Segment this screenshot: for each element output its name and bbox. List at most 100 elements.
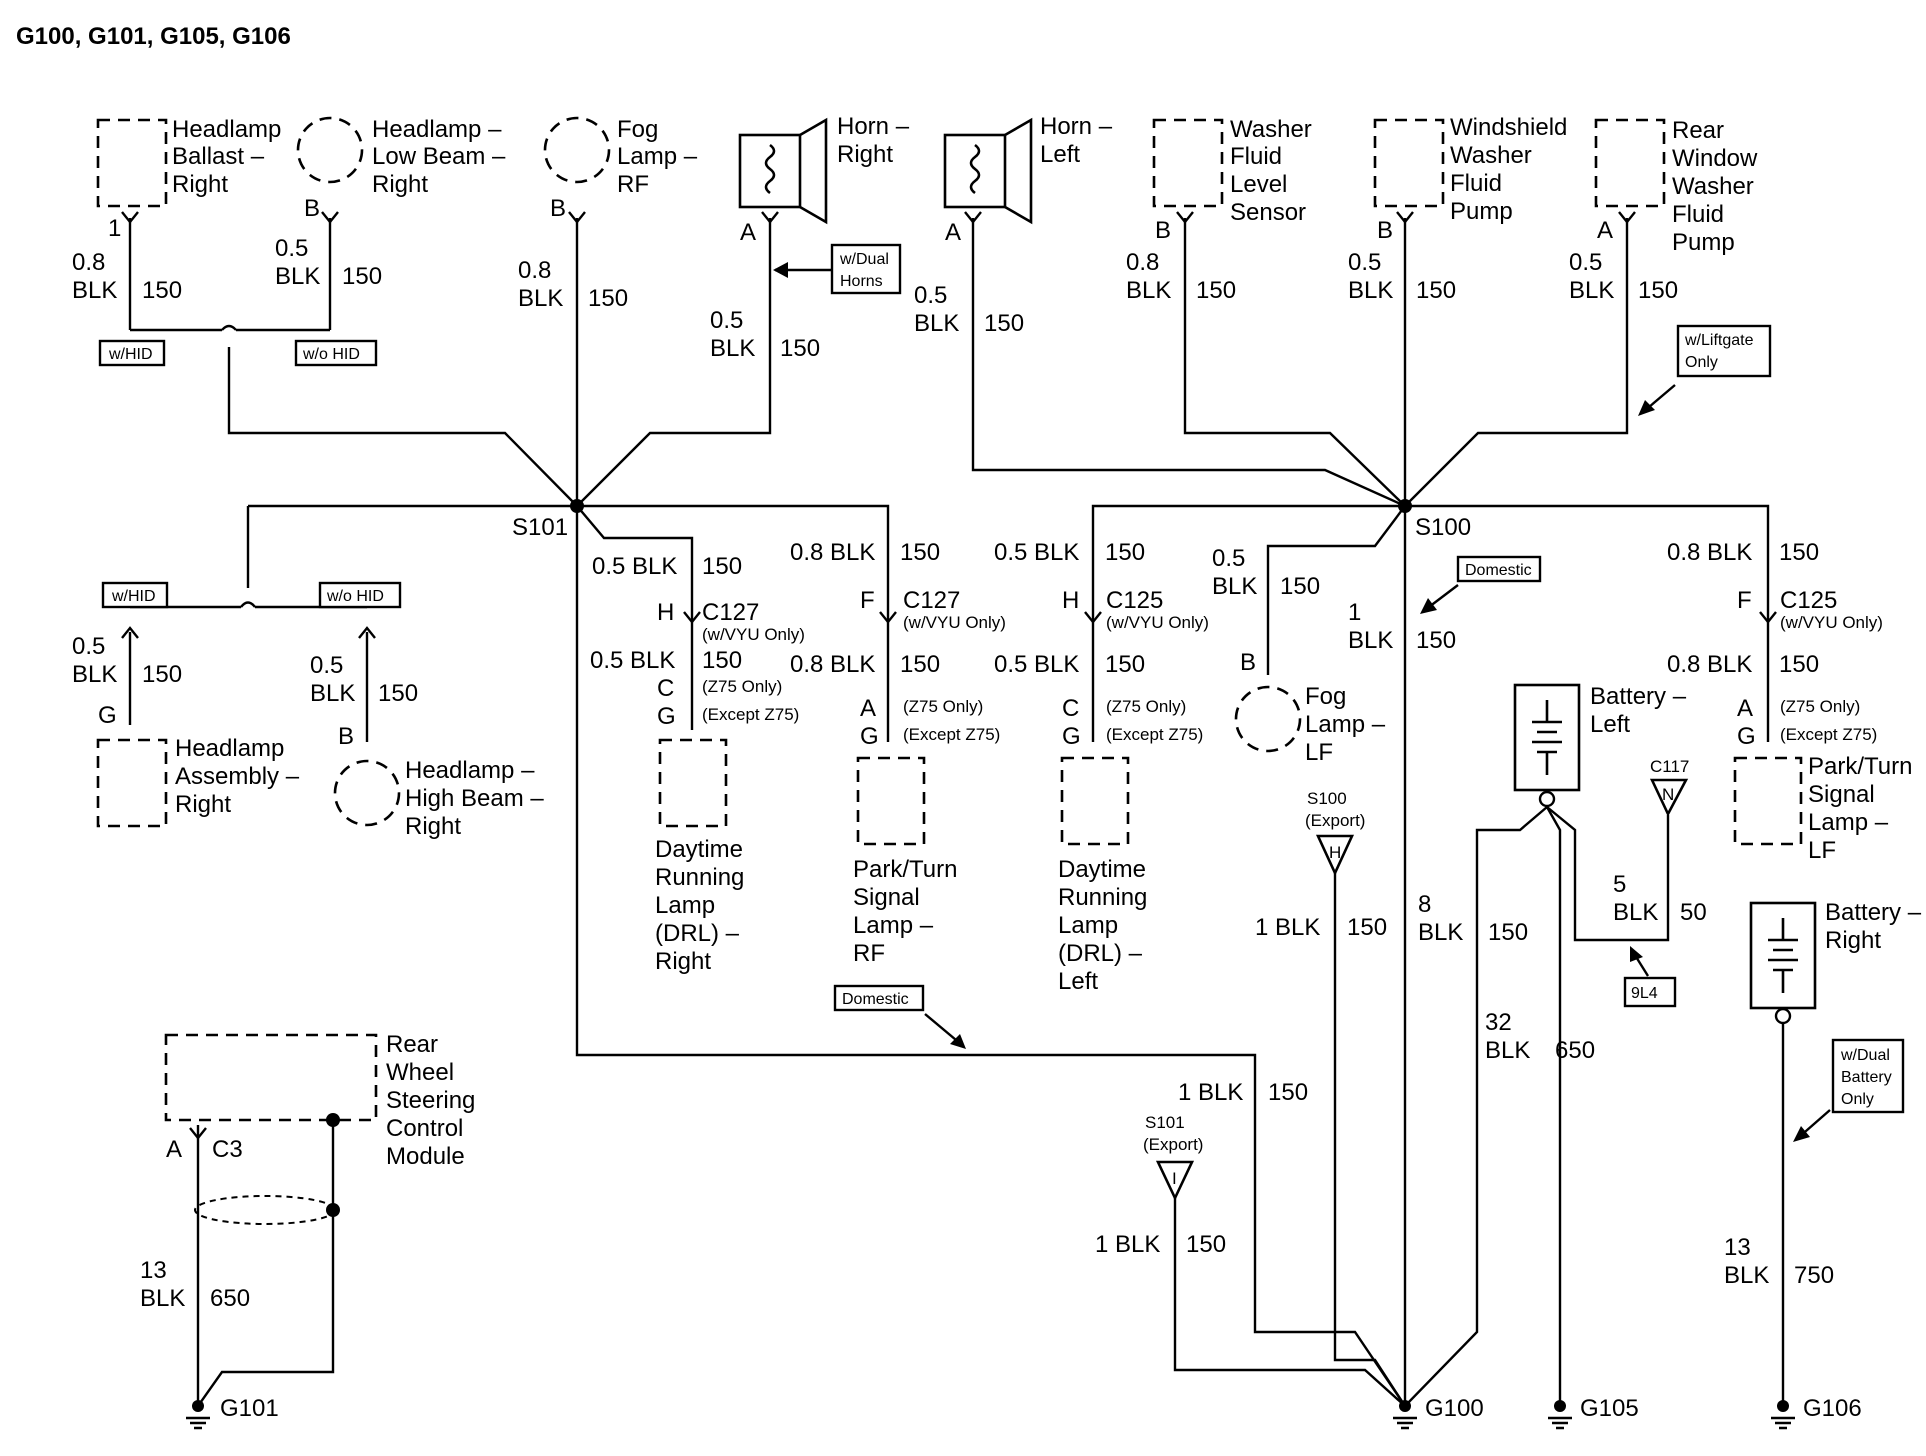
splice-s100-label: S100 <box>1415 514 1471 541</box>
connector-s100-export: S100 <box>1307 789 1347 808</box>
pin-rear-pump: A <box>1597 217 1613 244</box>
pin-low-beam-r: B <box>304 195 320 222</box>
park-turn-lf-box <box>1733 756 1803 846</box>
pin-ballast-r: 1 <box>108 215 121 242</box>
rwsc-module-label: Rear Wheel Steering Control Module <box>386 1031 482 1170</box>
connector-c3: C3 <box>212 1136 243 1163</box>
washer-fluid-level-sensor-box <box>1152 118 1224 208</box>
wire-hid-jumper-bot <box>240 601 256 608</box>
drl-right-box <box>658 738 728 828</box>
c117-triangle <box>1649 778 1689 817</box>
pin-pt-lf-a: A <box>1737 695 1753 722</box>
connector-c117: C117 <box>1650 757 1689 776</box>
option-dual-horns: w/Dual Horns <box>839 251 893 290</box>
option-boxes: w/HID w/o HID w/HID w/o HID w/Dual Horns… <box>98 243 1905 1142</box>
rear-window-washer-pump-label: Rear Window Washer Fluid Pump <box>1672 117 1764 256</box>
note-z75-only-drlr: (Z75 Only) <box>702 677 782 696</box>
pin-assembly-r: G <box>98 702 117 729</box>
horn-right-symbol <box>738 117 828 225</box>
headlamp-ballast-right-label: Headlamp Ballast – Right <box>172 116 288 198</box>
pin-horn-r: A <box>740 219 756 246</box>
pin-high-beam-r: B <box>338 723 354 750</box>
option-wo-hid-bottom: w/o HID <box>326 588 384 605</box>
connector-c125-pt: C125 <box>1780 587 1837 614</box>
wire-sensor <box>1183 218 1406 507</box>
note-z75-only-drll: (Z75 Only) <box>1106 697 1186 716</box>
pin-c3-a: A <box>166 1136 182 1163</box>
windshield-washer-pump-box <box>1373 118 1445 208</box>
connector-s101-export: S101 <box>1145 1113 1185 1132</box>
splice-s101-label: S101 <box>512 514 568 541</box>
battery-right-symbol <box>1749 901 1817 1025</box>
park-turn-lf-label: Park/Turn Signal Lamp – LF <box>1808 753 1919 864</box>
wire-s101-g100 <box>575 506 1406 1407</box>
shield-dot-top <box>326 1113 340 1127</box>
option-w-hid-bottom: w/HID <box>111 588 156 605</box>
pin-fog-lf: B <box>1240 649 1256 676</box>
wire-9l4 <box>1546 806 1670 942</box>
park-turn-rf-label: Park/Turn Signal Lamp – RF <box>853 856 964 967</box>
note-c127-vyu-pt: (w/VYU Only) <box>903 613 1006 632</box>
ground-g105: G105 <box>1548 1395 1639 1430</box>
shield-dot-bottom <box>326 1203 340 1217</box>
diagram-title: G100, G101, G105, G106 <box>16 23 291 50</box>
wire-hornl <box>971 218 1406 508</box>
battery-right-label: Battery – Right <box>1825 899 1926 954</box>
horn-left-label: Horn – Left <box>1040 113 1119 168</box>
wire-hid-to-s101 <box>227 347 578 507</box>
pin-pt-rf-g: G <box>860 723 879 750</box>
pin-s101-i: I <box>1172 1169 1177 1188</box>
ground-g106: G106 <box>1771 1395 1862 1430</box>
wire-batl <box>1545 806 1562 1406</box>
wire-hid-jumper-top <box>221 324 237 331</box>
connector-c125-drl: C125 <box>1106 587 1163 614</box>
wire-s100x <box>1333 873 1407 1407</box>
connector-ticks <box>121 211 1777 1140</box>
note-c125-vyu-pt: (w/VYU Only) <box>1780 613 1883 632</box>
pin-drl-l-g: G <box>1062 723 1081 750</box>
wire-rwsc-shield <box>197 1120 335 1407</box>
battery-left-label: Battery – Left <box>1590 683 1693 738</box>
fog-lamp-lf-symbol <box>1234 685 1302 753</box>
drl-left-box <box>1060 756 1130 846</box>
shield-ellipse <box>194 1195 336 1225</box>
pin-s100-h: H <box>1329 843 1341 862</box>
ground-g100: G100 <box>1393 1395 1484 1430</box>
headlamp-assembly-right-label: Headlamp Assembly – Right <box>175 735 306 818</box>
connector-c127-drl: C127 <box>702 599 759 626</box>
note-c125-vyu-drl: (w/VYU Only) <box>1106 613 1209 632</box>
headlamp-high-beam-right-symbol <box>333 759 401 827</box>
pin-c127-c: C <box>657 675 674 702</box>
headlamp-assembly-right-box <box>96 738 168 828</box>
note-z75-only-ptrf: (Z75 Only) <box>903 697 983 716</box>
splice-s101-dot <box>570 499 584 513</box>
wire-s100-bus <box>1091 504 1770 742</box>
headlamp-low-beam-right-label: Headlamp – Low Beam – Right <box>372 116 512 198</box>
pin-c127-f: F <box>860 587 875 614</box>
note-s101-export: (Export) <box>1143 1135 1203 1154</box>
option-domestic-left: Domestic <box>842 991 909 1008</box>
wire-drlr <box>576 505 694 730</box>
headlamp-high-beam-right-label: Headlamp – High Beam – Right <box>405 757 550 840</box>
option-dual-battery: w/Dual Battery Only <box>1840 1047 1896 1108</box>
pin-pt-rf-a: A <box>860 695 876 722</box>
horn-left-symbol <box>943 117 1033 225</box>
pin-c125-f: F <box>1737 587 1752 614</box>
note-except-z75-drlr: (Except Z75) <box>702 705 799 724</box>
